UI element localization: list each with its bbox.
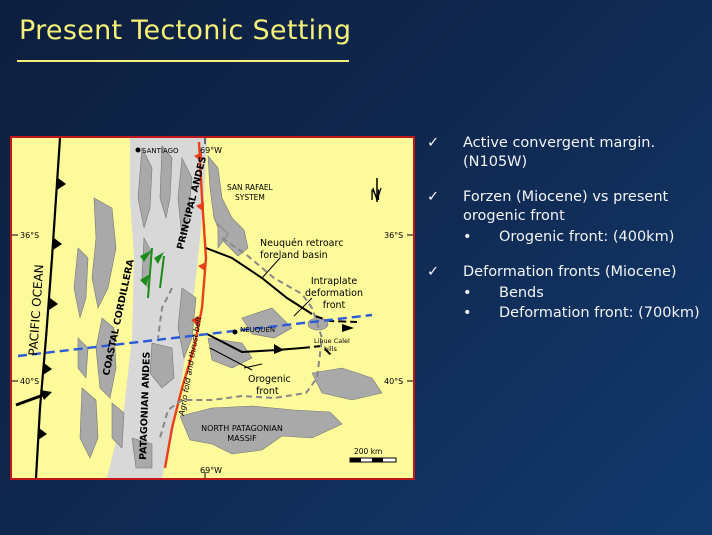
bullet-dot-icon: • [463,285,472,301]
label-neuquen-city: NEUQUEN [240,326,275,334]
relief-areas [73,145,383,469]
label-pacific-ocean: PACIFIC OCEAN [26,264,46,356]
trench-teeth [38,178,66,440]
sub-bullet-text: Orogenic front: (400km) [499,229,675,245]
slide-title: Present Tectonic Setting [19,15,352,46]
vergence-arrows [147,247,165,299]
label-40s-right: 40°S [384,377,403,386]
label-intraplate-2: deformation [305,288,363,299]
tectonic-map: SANTIAGO 69°W 69°W SAN RAFAEL SYSTEM N 3… [10,136,415,480]
sub-bullet-item: • Bends [425,284,710,303]
label-36s-left: 36°S [20,231,39,240]
label-santiago: SANTIAGO [142,147,179,155]
sub-bullet-text: Bends [499,285,544,301]
bullet-item: ✓ Active convergent margin. (N105W) [425,134,710,172]
title-underline [17,60,349,62]
bullet-text: Active convergent margin. (N105W) [463,135,656,170]
label-intraplate-1: Intraplate [311,276,357,287]
dashed-basin-boundary [159,237,324,439]
bullet-dot-icon: • [463,305,472,321]
neuquen-marker [232,329,238,335]
label-san-rafael-2: SYSTEM [235,193,265,202]
bullet-text: Forzen (Miocene) vs present orogenic fro… [463,189,669,224]
convergence-arrow [15,392,47,407]
leader-lines [209,257,313,371]
label-orogenic-1: Orogenic [248,374,291,385]
deformation-transect-line [17,313,373,358]
bullet-dot-icon: • [463,229,472,245]
orogenic-teeth [191,152,206,326]
label-40s-left: 40°S [20,377,39,386]
label-69w-bottom: 69°W [200,466,222,475]
trench-line [34,138,62,478]
label-patagonian-andes: PATAGONIAN ANDES [138,351,153,460]
fault-lines [205,247,313,354]
label-neuquen-basin-1: Neuquén retroarc [260,238,343,249]
checkmark-icon: ✓ [427,189,440,205]
bullet-text: Deformation fronts (Miocene) [463,264,677,280]
label-69w-top: 69°W [200,146,222,155]
label-scale: 200 km [354,447,382,456]
label-lihue-2: hills [324,345,338,353]
bullet-item: ✓ Deformation fronts (Miocene) • Bends •… [425,263,710,323]
north-patagonian-massif [179,405,343,455]
scale-bar [349,457,397,463]
label-north: N [370,188,380,204]
label-orogenic-2: front [256,386,279,397]
bullet-list: ✓ Active convergent margin. (N105W) ✓ Fo… [425,134,710,339]
santiago-marker [135,147,141,153]
label-lihue-1: Lihue Calel [314,337,350,345]
checkmark-icon: ✓ [427,264,440,280]
bullet-item: ✓ Forzen (Miocene) vs present orogenic f… [425,188,710,247]
sub-bullet-item: • Orogenic front: (400km) [425,228,710,247]
label-san-rafael-1: SAN RAFAEL [227,183,274,192]
label-intraplate-3: front [323,300,346,311]
sub-bullet-text: Deformation front: (700km) [499,305,700,321]
label-36s-right: 36°S [384,231,403,240]
label-neuquen-basin-2: foreland basin [260,250,328,261]
checkmark-icon: ✓ [427,135,440,151]
label-npm-1: NORTH PATAGONIAN [201,424,283,433]
label-npm-2: MASSIF [227,434,257,443]
sub-bullet-item: • Deformation front: (700km) [425,304,710,323]
